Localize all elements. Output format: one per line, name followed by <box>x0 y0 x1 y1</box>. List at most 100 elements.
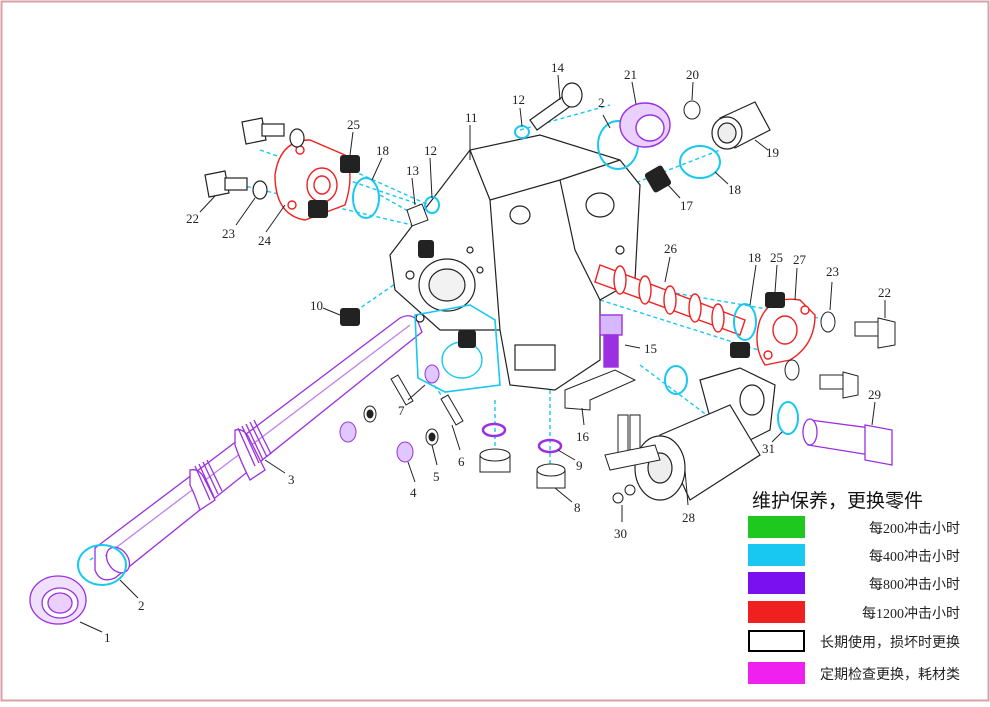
label-2-top-text: 2 <box>598 95 605 110</box>
part-violet-small <box>424 364 440 384</box>
label-19-text: 19 <box>766 145 779 160</box>
o-ring-front <box>77 544 127 586</box>
label-24: 24 <box>258 204 286 248</box>
seal-9-left <box>481 422 507 438</box>
bolt-22-left <box>204 170 268 200</box>
o-ring-12-top <box>514 125 530 139</box>
legend-item-800h: 每800冲击小时 <box>748 572 978 596</box>
fitting-13 <box>406 203 429 227</box>
legend-swatch-green <box>748 516 805 538</box>
label-25-right: 25 <box>770 250 783 293</box>
bolt-right-lower <box>819 371 859 399</box>
label-4: 4 <box>407 461 417 500</box>
label-5: 5 <box>431 444 440 484</box>
label-21: 21 <box>624 67 637 105</box>
label-11-text: 11 <box>465 110 478 125</box>
legend-label: 每200冲击小时 <box>869 522 960 537</box>
label-19: 19 <box>754 139 779 160</box>
label-23-right-text: 23 <box>826 264 839 279</box>
label-23-left: 23 <box>222 197 256 241</box>
o-ring-18-right <box>679 145 721 179</box>
label-7: 7 <box>398 384 426 418</box>
label-12-top: 12 <box>512 92 525 127</box>
label-17: 17 <box>667 184 694 213</box>
label-6-text: 6 <box>458 454 465 469</box>
legend-swatch-red <box>748 601 805 623</box>
front-nut <box>29 575 87 625</box>
label-1-text: 1 <box>104 630 111 645</box>
part-6 <box>390 374 464 426</box>
label-2-bottom-text: 2 <box>138 598 145 613</box>
label-20-text: 20 <box>686 67 699 82</box>
label-15-text: 15 <box>644 341 657 356</box>
spring-27 <box>730 342 750 358</box>
part-20 <box>683 100 701 120</box>
label-10: 10 <box>310 298 341 316</box>
piston <box>94 315 423 581</box>
label-9-text: 9 <box>576 458 583 473</box>
label-18-spool: 18 <box>748 250 761 306</box>
bolt-22-right <box>854 317 896 349</box>
label-18-left: 18 <box>371 143 389 181</box>
label-2-top: 2 <box>598 95 611 129</box>
banjo-29 <box>802 418 893 466</box>
label-9: 9 <box>557 449 583 473</box>
label-11: 11 <box>465 110 478 160</box>
label-28: 28 <box>682 469 695 525</box>
label-3-text: 3 <box>288 472 295 487</box>
legend-item-400h: 每400冲击小时 <box>748 544 978 568</box>
o-ring-28 <box>664 365 688 395</box>
o-ring-31 <box>777 401 799 435</box>
label-28-text: 28 <box>682 510 695 525</box>
screw-14 <box>529 82 583 131</box>
legend-label: 每400冲击小时 <box>869 550 960 565</box>
label-12-left: 12 <box>424 143 437 199</box>
label-23-right: 23 <box>826 264 839 311</box>
label-25-right-text: 25 <box>770 250 783 265</box>
label-25-left: 25 <box>347 117 360 156</box>
accumulator-28 <box>634 367 776 501</box>
part-labels: 1 2 2 3 4 5 6 7 8 9 10 11 12 12 13 14 15… <box>79 60 891 645</box>
flange-left <box>274 139 351 221</box>
label-6: 6 <box>451 424 465 469</box>
label-22-right: 22 <box>878 285 891 318</box>
screws-30 <box>604 414 661 504</box>
legend-item-200h: 每200冲击小时 <box>748 516 978 540</box>
legend-swatch-outline <box>748 630 805 652</box>
bracket-16 <box>564 369 637 411</box>
part-5 <box>425 428 439 446</box>
bolt-top-left <box>241 117 305 148</box>
label-8: 8 <box>554 487 581 515</box>
bolt-15 <box>599 314 623 368</box>
label-30: 30 <box>614 505 627 541</box>
plug-17 <box>644 165 672 193</box>
legend-title: 维护保养，更换零件 <box>752 491 924 512</box>
legend-item-1200h: 每1200冲击小时 <box>748 601 978 625</box>
label-24-text: 24 <box>258 233 272 248</box>
label-2-bottom: 2 <box>119 579 145 613</box>
label-12-left-text: 12 <box>424 143 437 158</box>
label-8-text: 8 <box>574 500 581 515</box>
spring-25-left <box>340 155 360 173</box>
housing <box>389 134 641 391</box>
label-18-left-text: 18 <box>376 143 389 158</box>
cap-left <box>479 448 511 473</box>
legend-label: 长期使用，损坏时更换 <box>820 636 960 651</box>
label-29-text: 29 <box>868 387 881 402</box>
label-18-spool-text: 18 <box>748 250 761 265</box>
legend-label: 定期检查更换，耗材类 <box>820 668 960 683</box>
label-23-left-text: 23 <box>222 226 235 241</box>
label-22-left: 22 <box>186 195 216 226</box>
label-30-text: 30 <box>614 526 627 541</box>
label-25-left-text: 25 <box>347 117 360 132</box>
part-4 <box>396 441 414 463</box>
plug-7 <box>458 330 476 348</box>
spring-25-right <box>765 292 785 308</box>
label-31: 31 <box>762 431 783 456</box>
label-15: 15 <box>624 341 657 356</box>
label-29: 29 <box>868 387 881 426</box>
label-18-right: 18 <box>714 171 741 197</box>
label-31-text: 31 <box>762 441 775 456</box>
label-14-text: 14 <box>551 60 565 75</box>
